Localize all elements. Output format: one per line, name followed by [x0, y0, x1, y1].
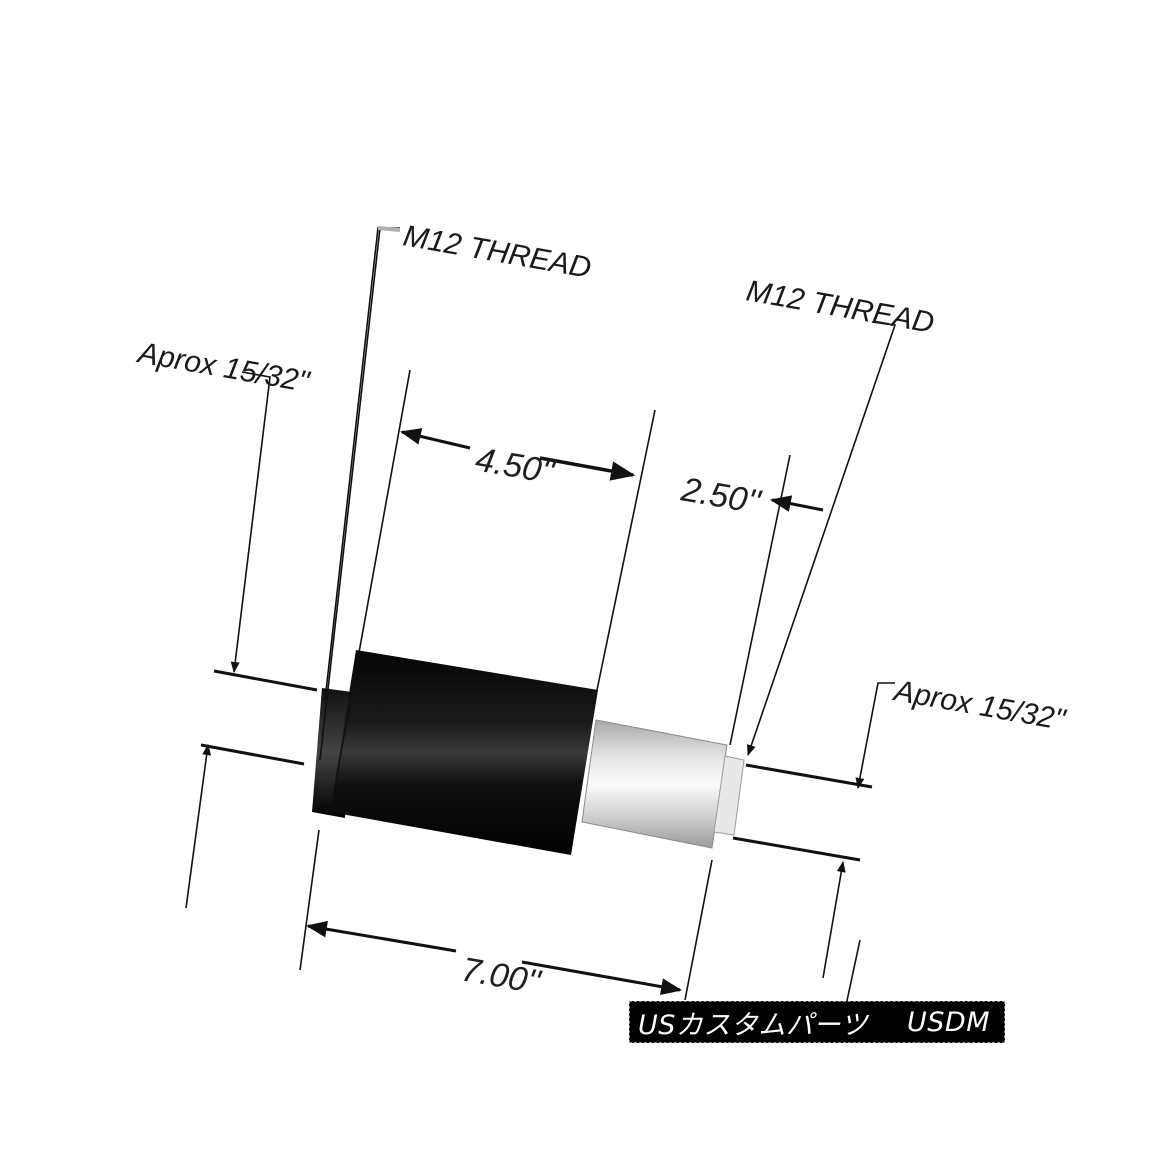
outlet-collar [713, 755, 745, 836]
dimension-overall-length: 7.00'' [305, 920, 683, 1002]
thread-label-left: M12 THREAD [401, 219, 594, 284]
dim-body-label: 4.50'' [473, 440, 559, 491]
dim-overall-label: 7.00'' [459, 950, 545, 1001]
dim-tip-label: 2.50'' [678, 470, 765, 522]
watermark-brand-usdm: USDM [907, 1006, 990, 1038]
watermark-brand-jp: USカスタムパーツ [638, 1009, 868, 1041]
dimension-body-length: 4.50'' [399, 428, 636, 492]
diameter-label-right: Aprox 15/32" [890, 674, 1069, 737]
muffler-part [312, 650, 745, 855]
thread-label-right: M12 THREAD [744, 274, 937, 339]
left-diameter-lines [200, 669, 318, 766]
chrome-tip [581, 719, 728, 849]
dimension-tip-length: 2.50'' [678, 470, 824, 522]
extension-lines [299, 227, 861, 1011]
diameter-label-left: Aprox 15/32" [134, 336, 313, 399]
watermark-banner: USカスタムパーツ USDM [629, 1001, 1005, 1043]
muffler-body [330, 650, 598, 855]
right-diameter-lines [732, 763, 873, 862]
